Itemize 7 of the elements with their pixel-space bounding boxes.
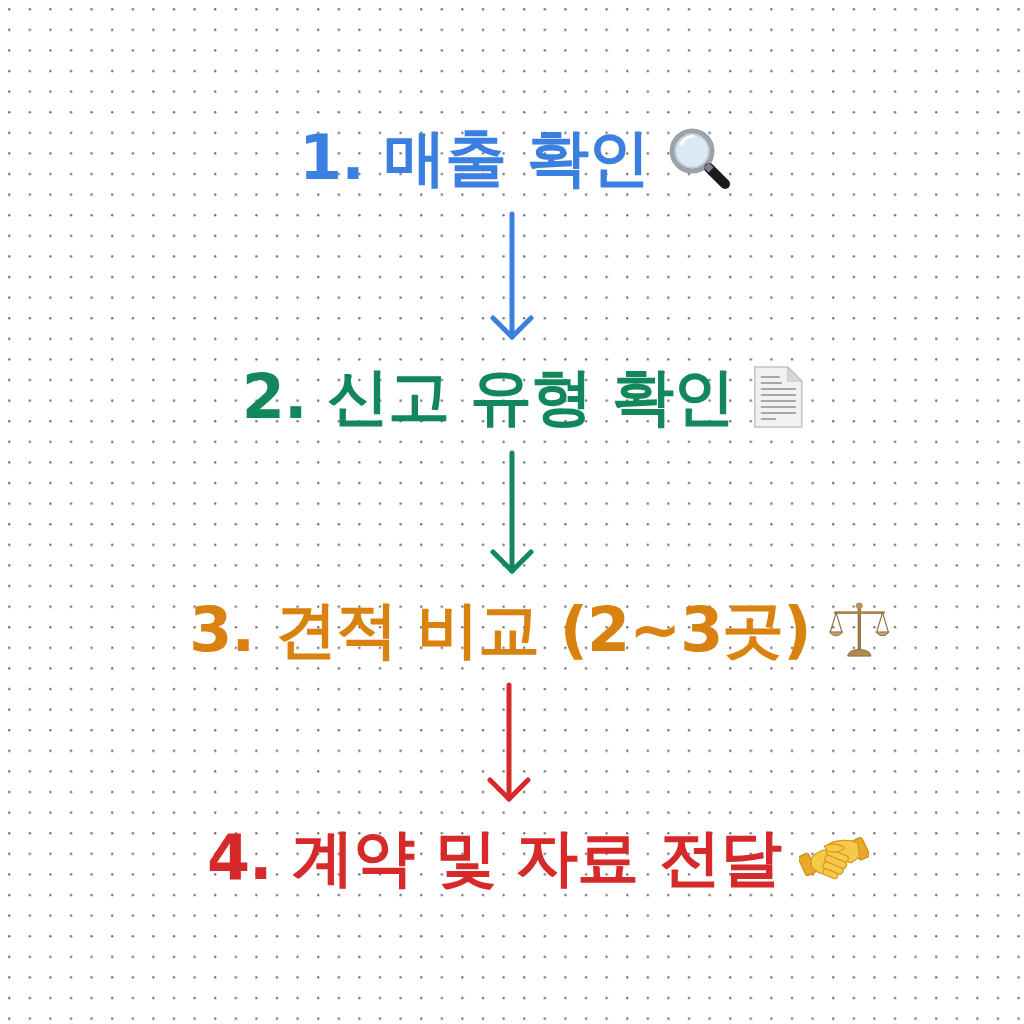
arrow xyxy=(487,682,531,802)
step-text: 3. 견적 비교 (2~3곳) xyxy=(189,599,811,661)
arrow xyxy=(490,211,534,340)
step-text: 2. 신고 유형 확인 xyxy=(241,366,735,428)
arrow xyxy=(490,450,534,574)
step-text: 4. 계약 및 자료 전달 xyxy=(207,827,781,889)
step-text: 1. 매출 확인 xyxy=(299,127,649,189)
